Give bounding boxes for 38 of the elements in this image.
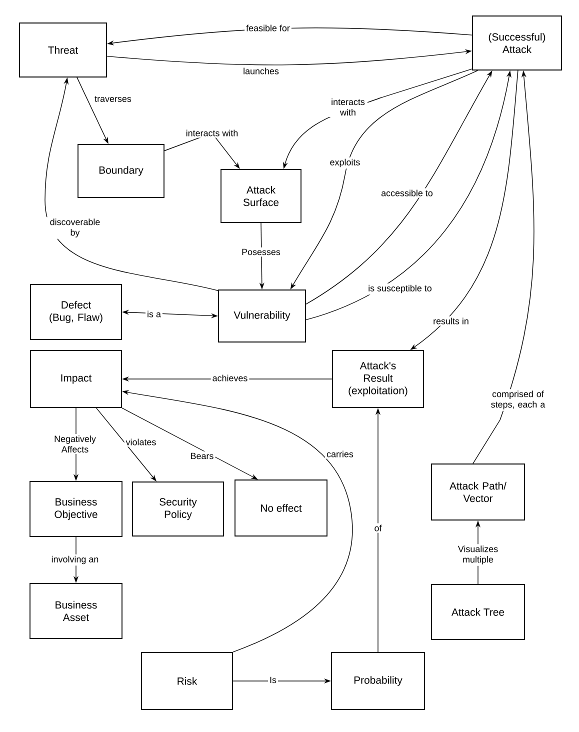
edge-label: Bears bbox=[188, 451, 216, 461]
edge-label: results in bbox=[432, 316, 470, 326]
concept-box: Attack Tree bbox=[431, 584, 525, 640]
concept-box: Probability bbox=[331, 652, 425, 710]
concept-box: Vulnerability bbox=[218, 290, 306, 342]
concept-box: Security Policy bbox=[132, 482, 224, 536]
edge-label: is a bbox=[146, 309, 162, 319]
concept-box: Attack's Result (exploitation) bbox=[332, 350, 424, 408]
concept-box: No effect bbox=[234, 480, 328, 536]
edge-label: Is bbox=[268, 675, 278, 685]
edge-label: interacts with bbox=[328, 97, 368, 118]
edge-label: comprised of steps, each a bbox=[480, 389, 556, 411]
concept-box: Business Asset bbox=[30, 583, 122, 639]
concept-box: Attack Surface bbox=[220, 169, 302, 223]
concept-box: Attack Path/ Vector bbox=[431, 464, 525, 520]
edge-label: achieves bbox=[210, 373, 250, 383]
concept-box: Risk bbox=[141, 652, 233, 710]
edge-label: Posesses bbox=[240, 247, 282, 257]
edge-label: carries bbox=[325, 449, 355, 459]
edge-label: discoverable by bbox=[42, 217, 108, 239]
concept-box: Boundary bbox=[78, 144, 164, 198]
edge-label: is susceptible to bbox=[366, 283, 434, 295]
edge-label: exploits bbox=[328, 157, 362, 169]
edge-label: Visualizes multiple bbox=[452, 544, 504, 566]
concept-box: Business Objective bbox=[30, 481, 122, 537]
edge-label: traverses bbox=[93, 94, 133, 104]
edge-label: accessible to bbox=[380, 188, 434, 198]
concept-box: (Successful) Attack bbox=[472, 16, 562, 70]
edge-label: launches bbox=[242, 66, 280, 76]
edge-label: involving an bbox=[50, 554, 100, 566]
edge-label: Negatively Affects bbox=[50, 434, 100, 454]
concept-box: Impact bbox=[30, 350, 122, 408]
edge-label: interacts with bbox=[184, 128, 240, 138]
edge-label: feasible for bbox=[244, 23, 292, 33]
edge-label: violates bbox=[124, 437, 158, 447]
concept-box: Defect (Bug, Flaw) bbox=[30, 284, 122, 340]
concept-box: Threat bbox=[19, 22, 107, 78]
edge-label: of bbox=[372, 523, 384, 533]
